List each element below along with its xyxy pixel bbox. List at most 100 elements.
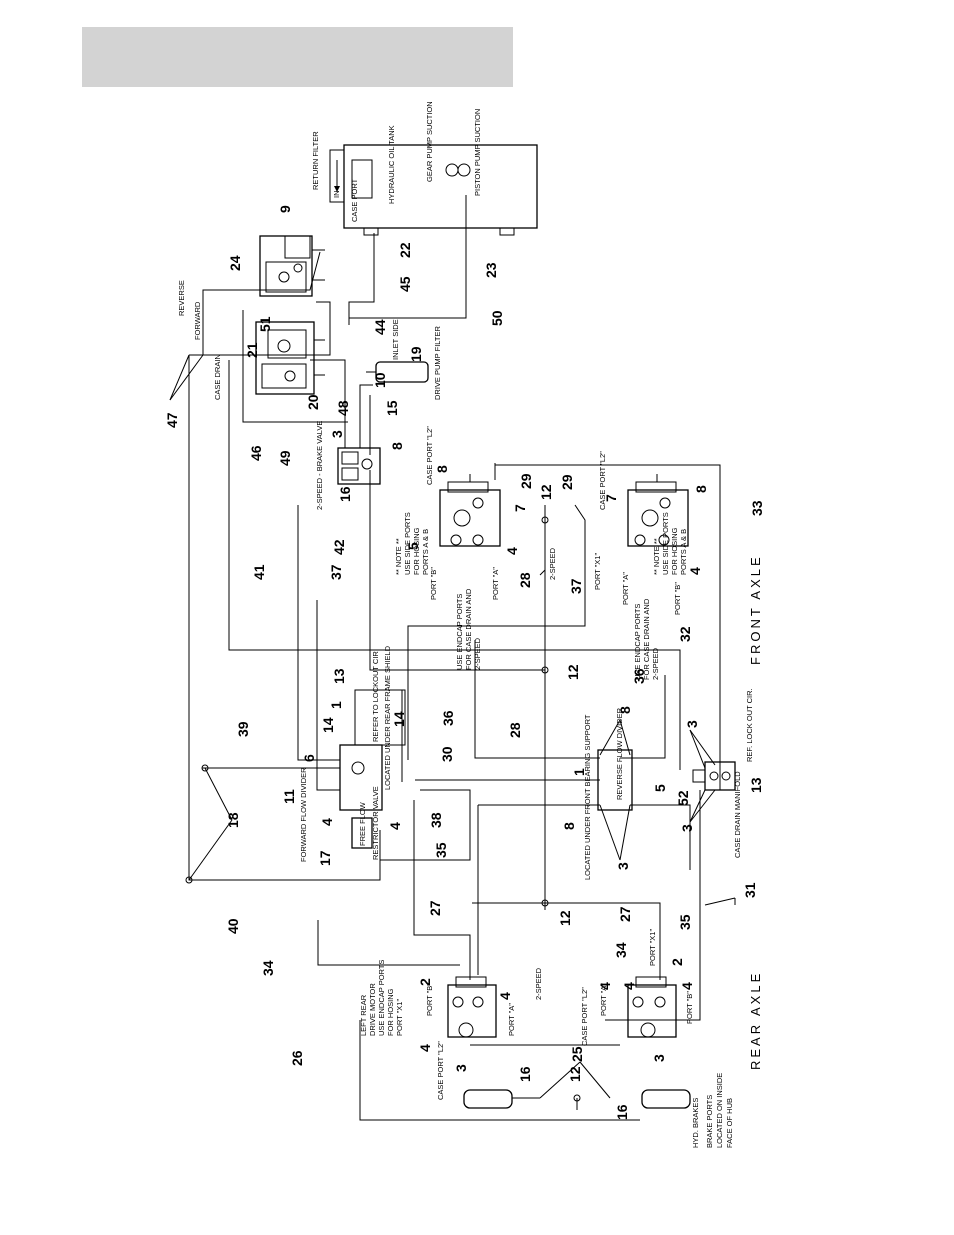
- callout: 11: [281, 789, 297, 804]
- callout: 8: [389, 442, 405, 450]
- junction-dots: [185, 516, 581, 1102]
- callout: 35: [433, 842, 449, 858]
- front-motor-left: [439, 474, 501, 547]
- label: DRIVE MOTOR: [368, 983, 377, 1036]
- callout: 38: [428, 812, 444, 828]
- callout: 42: [331, 539, 347, 555]
- label: CASE PORT "L2": [425, 426, 434, 485]
- callout: 4: [621, 982, 637, 990]
- callout: 4: [417, 1044, 433, 1052]
- rear-axle-label: REAR AXLE: [748, 971, 763, 1070]
- callout: 27: [617, 906, 633, 922]
- callout: 29: [518, 473, 534, 489]
- callout: 28: [517, 572, 533, 588]
- callout: 47: [164, 412, 180, 428]
- label: CASE PORT "L2": [598, 451, 607, 510]
- callout: 16: [337, 486, 353, 502]
- callout: 4: [504, 547, 520, 555]
- label: PORT "X1": [395, 999, 404, 1036]
- callout: 40: [225, 918, 241, 934]
- callout: 1: [571, 768, 587, 776]
- label: REF. LOCK OUT CIR.: [745, 688, 754, 762]
- left-rear-motor: [447, 976, 497, 1038]
- callout: 3: [329, 430, 345, 438]
- callout: 13: [748, 777, 764, 793]
- label: FOR HOSING: [412, 527, 421, 575]
- callout: 5: [652, 784, 668, 792]
- label: ** NOTE **: [652, 538, 661, 575]
- label: REFER TO LOCKOUT CIR.: [371, 649, 380, 742]
- label: DRIVE PUMP FILTER: [433, 326, 442, 400]
- callout: 12: [557, 910, 573, 926]
- label: PORT "B": [425, 983, 434, 1016]
- callout: 37: [568, 578, 584, 594]
- hyd-brakes: [463, 1089, 691, 1109]
- label: PORT "B": [685, 991, 694, 1024]
- label: USE SIDE PORTS: [403, 512, 412, 575]
- callout: 33: [749, 500, 765, 516]
- callout: 44: [372, 319, 388, 335]
- callout: 18: [225, 812, 241, 828]
- callout: 9: [277, 205, 293, 213]
- restrictor-valve: [351, 817, 373, 849]
- drive-pump-filter: [366, 361, 429, 383]
- callout: 4: [387, 822, 403, 830]
- label: CASE DRAIN MANIFOLD: [733, 771, 742, 858]
- callout: 17: [317, 850, 333, 866]
- callout: 49: [277, 450, 293, 466]
- front-motor-right: [627, 474, 689, 547]
- label: REVERSE: [177, 280, 186, 316]
- callout: 8: [561, 822, 577, 830]
- label: CASE DRAIN: [213, 354, 222, 400]
- callout: 6: [301, 754, 317, 762]
- two-speed-brake-valve: [337, 447, 381, 485]
- callout: 8: [693, 485, 709, 493]
- text-labels: RETURN FILTER IN CASE PORT HYDRAULIC OIL…: [177, 101, 763, 1148]
- label: LOCATED UNDER FRONT BEARING SUPPORT: [583, 714, 592, 880]
- label: PORT "A": [599, 983, 608, 1016]
- label: HYDRAULIC OIL TANK: [387, 125, 396, 204]
- label: GEAR PUMP SUCTION: [425, 101, 434, 182]
- callout: 7: [603, 494, 619, 502]
- callout: 2: [669, 958, 685, 966]
- label: RESTRICTOR VALVE: [371, 786, 380, 860]
- callout: 36: [631, 668, 647, 684]
- label: LOCATED ON INSIDE: [715, 1073, 724, 1148]
- callout: 5: [405, 542, 421, 550]
- callout: 4: [679, 982, 695, 990]
- right-rear-motor: [627, 976, 677, 1038]
- label: ** NOTE **: [394, 538, 403, 575]
- callout: 2: [417, 978, 433, 986]
- callout: 3: [453, 1064, 469, 1072]
- callout: 24: [227, 255, 243, 271]
- label: BRAKE PORTS: [705, 1095, 714, 1148]
- label: 2-SPEED - BRAKE VALVE: [315, 421, 324, 510]
- callout: 52: [675, 790, 691, 806]
- callout: 31: [742, 882, 758, 898]
- callout: 36: [440, 710, 456, 726]
- label: FORWARD FLOW DIVIDER: [299, 767, 308, 862]
- callout: 4: [597, 982, 613, 990]
- label: USE ENDCAP PORTS: [377, 960, 386, 1036]
- label: PORTS A & B: [421, 529, 430, 575]
- label: USE ENDCAP PORTS: [455, 594, 464, 670]
- label: FOR HOSING: [386, 988, 395, 1036]
- callout: 39: [235, 721, 251, 737]
- case-drain-manifold: [692, 761, 736, 791]
- callout: 35: [677, 914, 693, 930]
- label: LOCATED UNDER REAR FRAME SHIELD: [383, 645, 392, 790]
- callout: 29: [559, 474, 575, 490]
- label: CASE PORT "L2": [436, 1041, 445, 1100]
- callout-numbers: 9 24 22 23 51 21 44 19 45 10 20 48 15 50…: [164, 205, 765, 1120]
- label: PORT "A": [507, 1003, 516, 1036]
- callout: 14: [320, 717, 336, 733]
- label: 2-SPEED: [651, 647, 660, 680]
- forward-flow-divider: [339, 689, 406, 811]
- label: HYD. BRAKES: [691, 1098, 700, 1148]
- label: FOR CASE DRAIN AND: [642, 598, 651, 680]
- label: FORWARD: [193, 301, 202, 340]
- label: LEFT REAR: [359, 994, 368, 1036]
- callout: 12: [565, 664, 581, 680]
- callout: 51: [257, 316, 273, 332]
- label: PISTON PUMP SUCTION: [473, 109, 482, 196]
